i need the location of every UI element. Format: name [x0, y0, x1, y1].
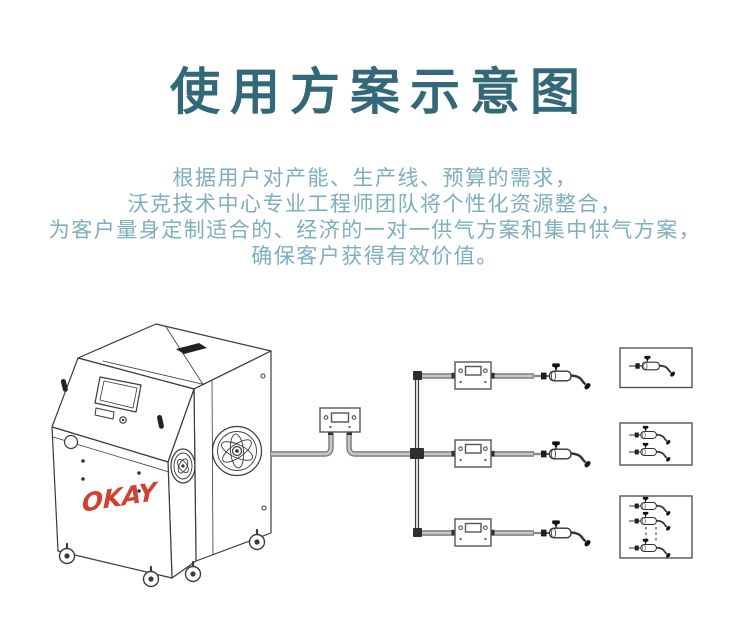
branch-regulator-box [450, 518, 496, 547]
fan-small-icon [170, 448, 196, 484]
intro-line: 沃克技术中心专业工程师团队将个性化资源整合， [127, 192, 623, 216]
option-two-torches [619, 422, 693, 466]
option-many-torches [619, 495, 693, 560]
inline-regulator-box [319, 407, 361, 436]
gas-torch [531, 440, 593, 470]
front-knob [63, 434, 79, 450]
option-single-torch [619, 347, 693, 389]
intro-paragraph: 根据用户对产能、生产线、预算的需求， 沃克技术中心专业工程师团队将个性化资源整合… [0, 165, 750, 269]
intro-line: 为客户量身定制适合的、经济的一对一供气方案和集中供气方案， [48, 218, 702, 242]
top-handle [176, 343, 207, 354]
control-screen [94, 376, 142, 413]
fan-large-icon [211, 425, 263, 477]
page-title: 使用方案示意图 [170, 63, 590, 121]
intro-line: 确保客户获得有效价值。 [251, 244, 499, 268]
elbow-fitting [413, 371, 422, 380]
branch-regulator-box [450, 361, 496, 390]
tee-fitting [410, 448, 424, 459]
elbow-fitting [413, 528, 422, 537]
card-slot [94, 407, 115, 420]
branch-regulator-box [450, 439, 496, 468]
gas-torch [531, 519, 593, 549]
gas-generator-machine: OKAY [51, 323, 272, 588]
gas-torch [531, 362, 593, 392]
gas-piping [271, 371, 534, 537]
intro-line: 根据用户对产能、生产线、预算的需求， [172, 166, 578, 190]
